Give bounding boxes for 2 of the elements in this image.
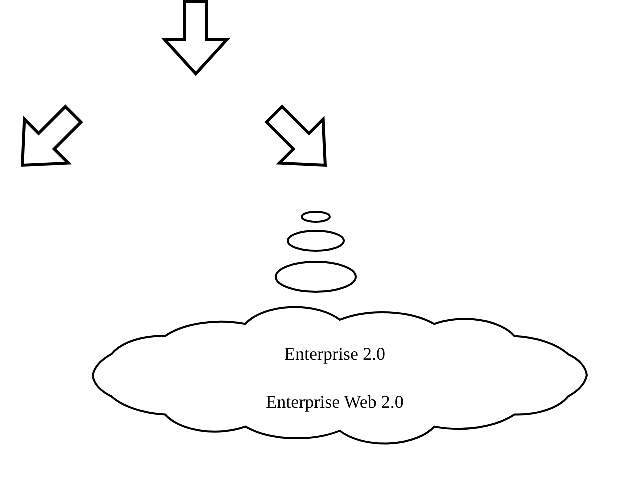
- cloud-text: Enterprise 2.0: [284, 344, 386, 364]
- cloud-text: Enterprise Web 2.0: [266, 392, 404, 412]
